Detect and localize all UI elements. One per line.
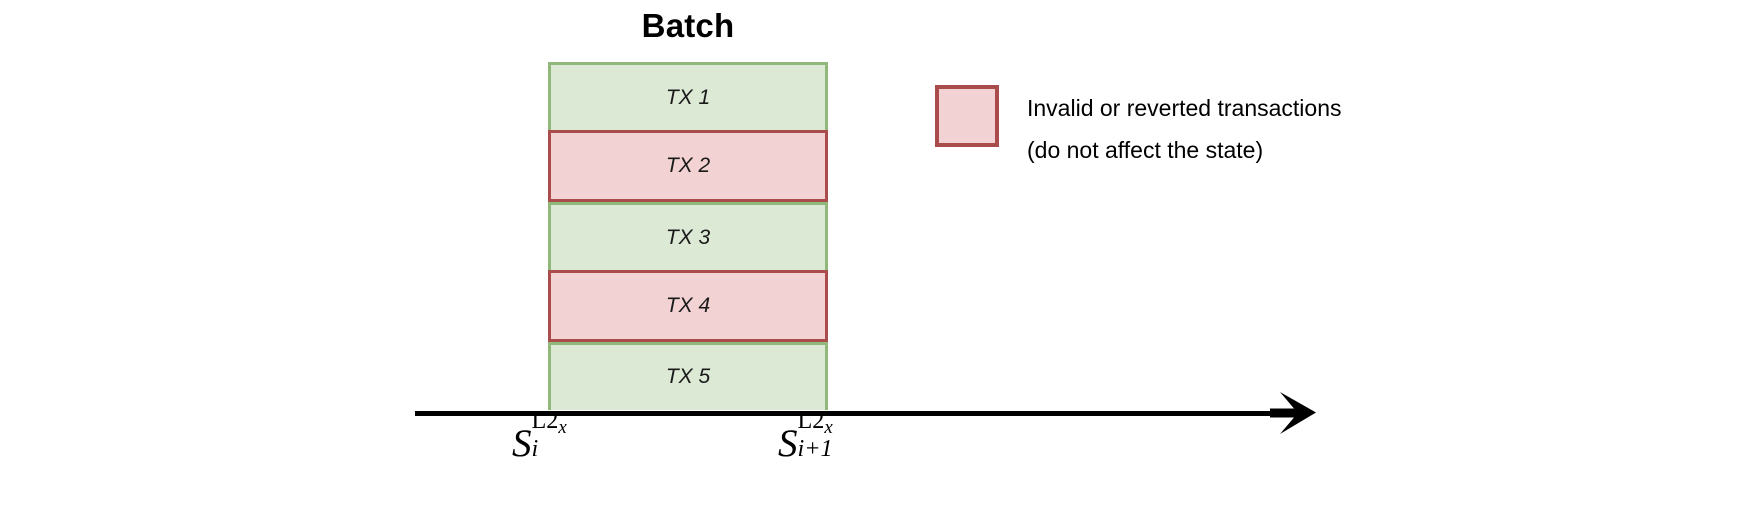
state-subscript: i+1 [797, 434, 833, 462]
state-symbol-base: S [512, 422, 532, 465]
transaction-row-1[interactable]: TX 1 [548, 62, 828, 131]
transaction-row-3[interactable]: TX 3 [548, 201, 828, 271]
transaction-row-2[interactable]: TX 2 [548, 130, 828, 202]
state-subscript: i [531, 434, 539, 462]
transaction-label: TX 3 [665, 225, 711, 249]
transaction-label: TX 2 [665, 154, 711, 178]
legend-line-1: Invalid or reverted transactions [1027, 95, 1342, 121]
arrow-right-icon [1270, 392, 1316, 434]
legend-line-2: (do not affect the state) [1027, 137, 1264, 163]
legend-swatch-invalid [935, 85, 999, 147]
transaction-row-4[interactable]: TX 4 [548, 270, 828, 342]
state-symbol-base: S [778, 422, 798, 465]
transaction-label: TX 1 [665, 85, 711, 109]
batch-title: Batch [641, 7, 735, 44]
timeline-axis [415, 411, 1295, 416]
state-superscript-sub: x [558, 416, 567, 438]
transaction-row-5[interactable]: TX 5 [548, 341, 828, 411]
transaction-label: TX 4 [665, 293, 711, 317]
transaction-stack: TX 1 TX 2 TX 3 TX 4 TX 5 [548, 62, 828, 411]
legend-text: Invalid or reverted transactions (do not… [1027, 85, 1342, 171]
transaction-label: TX 5 [665, 365, 711, 389]
state-superscript-sub: x [824, 416, 833, 438]
legend: Invalid or reverted transactions (do not… [935, 85, 1342, 171]
